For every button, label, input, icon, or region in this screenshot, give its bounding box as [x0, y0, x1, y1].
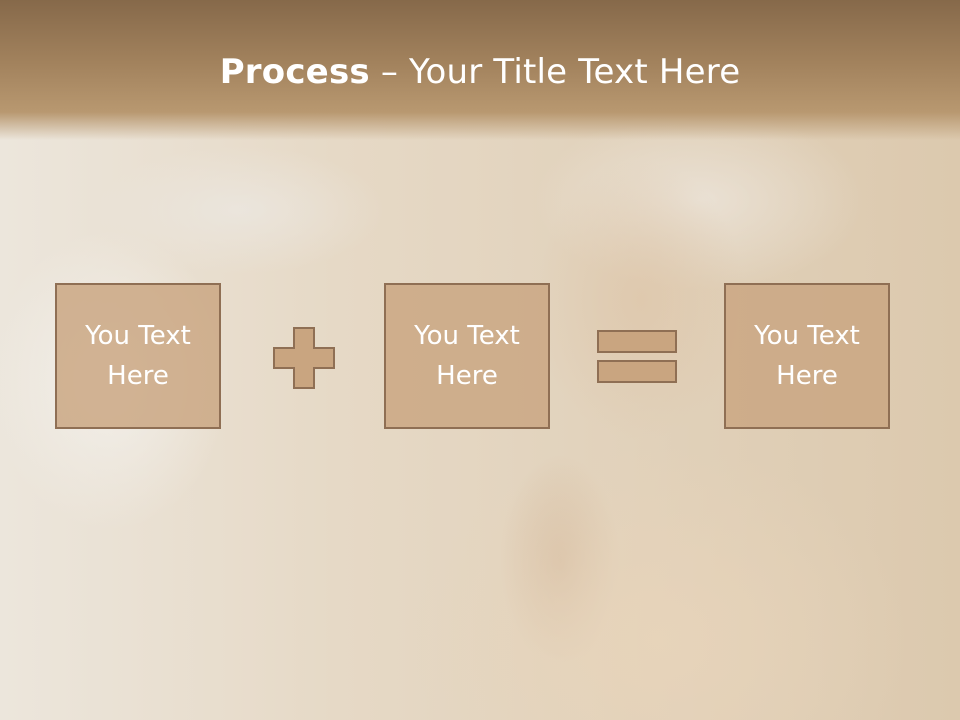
plus-icon: [273, 327, 335, 389]
text-box-3[interactable]: You Text Here: [724, 283, 890, 429]
text-box-label: You Text Here: [414, 321, 520, 391]
text-box-label: You Text Here: [85, 321, 191, 391]
title-rest: – Your Title Text Here: [369, 52, 741, 92]
equals-icon: [597, 330, 677, 383]
slide-title[interactable]: Process – Your Title Text Here: [0, 52, 960, 92]
text-box-1[interactable]: You Text Here: [55, 283, 221, 429]
title-bold: Process: [219, 52, 370, 92]
text-box-label: You Text Here: [754, 321, 860, 391]
text-box-2[interactable]: You Text Here: [384, 283, 550, 429]
title-band: [0, 0, 960, 140]
